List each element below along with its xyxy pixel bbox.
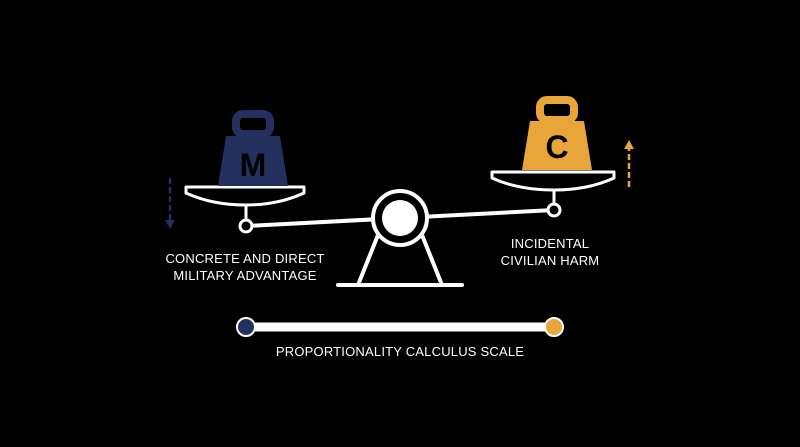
gauge-right-end — [544, 317, 564, 337]
scale-stand — [336, 233, 464, 287]
proportionality-gauge — [236, 317, 564, 337]
scale-pivot — [371, 189, 429, 247]
beam-right-joint — [546, 202, 562, 218]
label-line: CONCRETE AND DIRECT — [165, 251, 325, 266]
label-line: MILITARY ADVANTAGE — [173, 268, 317, 283]
right-weight: C — [522, 96, 592, 170]
right-pan — [490, 170, 616, 204]
gauge-left-end — [236, 317, 256, 337]
left-pan — [184, 185, 306, 220]
left-weight-letter: M — [240, 147, 267, 183]
beam-left-joint — [238, 218, 254, 234]
label-line: INCIDENTAL — [510, 236, 590, 251]
label-line: CIVILIAN HARM — [500, 253, 600, 268]
civilian-harm-label: INCIDENTAL CIVILIAN HARM — [470, 235, 630, 269]
military-advantage-label: CONCRETE AND DIRECT MILITARY ADVANTAGE — [150, 250, 340, 284]
left-weight: M — [218, 110, 288, 186]
scale-caption: PROPORTIONALITY CALCULUS SCALE — [275, 344, 525, 359]
arrow-up-icon — [624, 140, 634, 190]
right-weight-letter: C — [545, 129, 568, 165]
arrow-down-icon — [165, 178, 175, 229]
